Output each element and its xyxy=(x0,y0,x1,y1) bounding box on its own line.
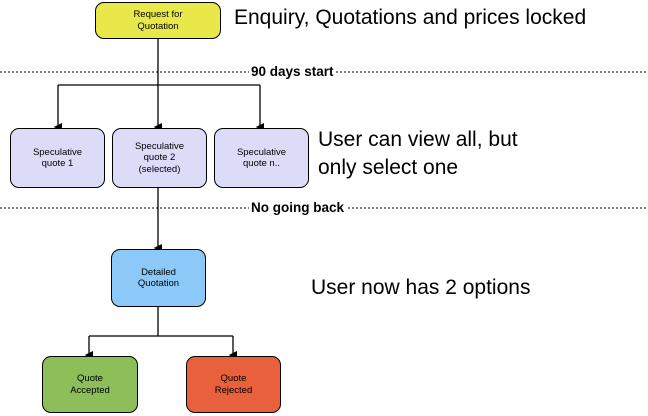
node-quote-rejected-label: Quote Rejected xyxy=(214,373,253,396)
node-speculative-quote-n[interactable]: Speculative quote n.. xyxy=(214,128,309,188)
phase-divider-label-90-days: 90 days start xyxy=(249,64,336,79)
node-detailed-quotation[interactable]: Detailed Quotation xyxy=(111,249,206,307)
node-speculative-quote-2-label: Speculative quote 2 (selected) xyxy=(134,141,185,175)
node-detailed-quotation-label: Detailed Quotation xyxy=(137,266,180,289)
annotation-two-options: User now has 2 options xyxy=(311,276,531,299)
node-speculative-quote-2[interactable]: Speculative quote 2 (selected) xyxy=(112,128,207,188)
node-quote-accepted[interactable]: Quote Accepted xyxy=(42,356,138,413)
node-request-for-quotation[interactable]: Request for Quotation xyxy=(95,2,221,39)
node-speculative-quote-1-label: Speculative quote 1 xyxy=(32,146,83,169)
node-speculative-quote-n-label: Speculative quote n.. xyxy=(236,146,287,169)
node-speculative-quote-1[interactable]: Speculative quote 1 xyxy=(10,128,105,188)
node-quote-accepted-label: Quote Accepted xyxy=(70,373,110,396)
annotation-prices-locked: Enquiry, Quotations and prices locked xyxy=(234,6,587,29)
annotation-select-one: User can view all, but only select one xyxy=(318,128,518,179)
node-request-for-quotation-label: Request for Quotation xyxy=(133,9,183,32)
phase-divider-label-no-going-back: No going back xyxy=(249,200,347,215)
node-quote-rejected[interactable]: Quote Rejected xyxy=(186,356,281,413)
